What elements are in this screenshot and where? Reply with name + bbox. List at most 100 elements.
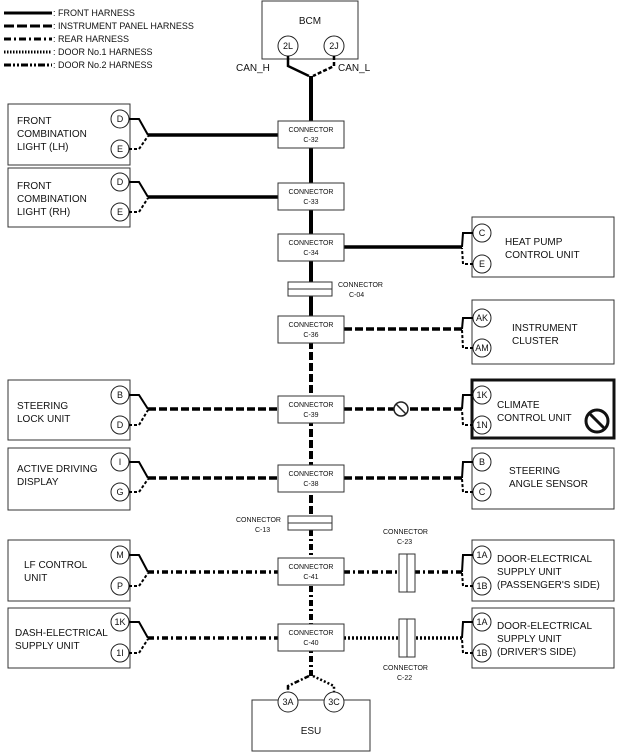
unit-front-combination-rh: FRONT COMBINATION LIGHT (RH) D E: [7, 167, 149, 228]
c04-label-2: C-04: [349, 292, 364, 299]
legend-instrument-label: : INSTRUMENT PANEL HARNESS: [53, 21, 194, 31]
unit-label-line: SUPPLY UNIT: [497, 634, 562, 645]
c32-label-2: C-32: [303, 137, 318, 144]
esu-pin-b: [323, 691, 345, 713]
c22-label-2: C-22: [397, 675, 412, 682]
unit-label-line: SUPPLY UNIT: [497, 567, 562, 578]
unit-heat-pump-control: HEAT PUMP CONTROL UNIT C E: [461, 216, 615, 278]
c34-label-2: C-34: [303, 250, 318, 257]
unit-label-line: FRONT: [17, 181, 51, 192]
c41-label-2: C-41: [303, 574, 318, 581]
unit-label-line: LOCK UNIT: [17, 414, 70, 425]
connector-c41: CONNECTOR C-41: [277, 557, 345, 586]
left-branch-wires: [148, 133, 278, 640]
unit-pin-label: E: [117, 144, 123, 154]
unit-pin-label: D: [117, 177, 124, 187]
c34-label-1: CONNECTOR: [289, 240, 334, 247]
unit-label-line: LIGHT (LH): [17, 142, 69, 153]
connector-c38: CONNECTOR C-38: [277, 464, 345, 493]
c39-label-2: C-39: [303, 412, 318, 419]
bcm-title: BCM: [299, 16, 321, 27]
unit-label-line: COMBINATION: [17, 194, 87, 205]
unit-pin-label: 1A: [476, 550, 487, 560]
c38-label-1: CONNECTOR: [289, 471, 334, 478]
esu-unit: ESU 3A 3C: [251, 691, 371, 752]
unit-pin-label: 1N: [476, 420, 488, 430]
unit-label-line: DASH-ELECTRICAL: [15, 628, 108, 639]
unit-climate-control: CLIMATE CONTROL UNIT 1K 1N: [461, 378, 616, 440]
esu-pin-a: [277, 691, 299, 713]
connector-c33: CONNECTOR C-33: [277, 182, 345, 211]
can-h-label: CAN_H: [236, 63, 270, 74]
legend: : FRONT HARNESS : INSTRUMENT PANEL HARNE…: [4, 8, 194, 70]
bcm-pin-can-h-label: 2L: [283, 41, 293, 51]
c33-label-2: C-33: [303, 199, 318, 206]
unit-label-line: COMBINATION: [17, 129, 87, 140]
unit-front-combination-lh: FRONT COMBINATION LIGHT (LH) D E: [7, 103, 149, 166]
c41-label-1: CONNECTOR: [289, 564, 334, 571]
unit-steering-lock: STEERING LOCK UNIT B D: [7, 379, 149, 441]
c40-label-2: C-40: [303, 640, 318, 647]
unit-pin-label: B: [479, 457, 485, 467]
bcm-unit: BCM 2L 2J CAN_H CAN_L: [236, 0, 371, 74]
unit-pin-label: E: [479, 259, 485, 269]
unit-label-line: HEAT PUMP: [505, 237, 563, 248]
c39-label-1: CONNECTOR: [289, 402, 334, 409]
unit-label-line: ANGLE SENSOR: [509, 479, 588, 490]
unit-pin-label: D: [117, 114, 124, 124]
esu-title: ESU: [301, 726, 322, 737]
unit-door-electrical-passenger: DOOR-ELECTRICAL SUPPLY UNIT (PASSENGER'S…: [461, 539, 615, 602]
connector-c34: CONNECTOR C-34: [277, 233, 345, 262]
unit-label-line: ACTIVE DRIVING: [17, 464, 98, 475]
c22-label-1: CONNECTOR: [383, 665, 428, 672]
unit-label-line: (DRIVER'S SIDE): [497, 647, 576, 658]
unit-label-line: UNIT: [24, 573, 47, 584]
connector-c36: CONNECTOR C-36: [277, 315, 345, 344]
connector-c40: CONNECTOR C-40: [277, 623, 345, 652]
unit-label-line: SUPPLY UNIT: [15, 641, 80, 652]
unit-pin-label: P: [117, 581, 123, 591]
unit-pin-label: B: [117, 390, 123, 400]
unit-label-line: LF CONTROL: [24, 560, 88, 571]
c36-label-1: CONNECTOR: [289, 322, 334, 329]
c23-label-2: C-23: [397, 539, 412, 546]
c40-label-1: CONNECTOR: [289, 630, 334, 637]
unit-label-line: FRONT: [17, 116, 51, 127]
c23-label-1: CONNECTOR: [383, 529, 428, 536]
esu-box: [251, 699, 371, 752]
unit-instrument-cluster: INSTRUMENT CLUSTER AK AM: [461, 299, 615, 365]
prohibited-icon-small: [393, 401, 409, 417]
unit-pin-label: 1K: [476, 390, 487, 400]
unit-label-line: CLUSTER: [512, 336, 559, 347]
c33-label-1: CONNECTOR: [289, 189, 334, 196]
connector-c22: CONNECTOR C-22: [383, 618, 428, 682]
c36-label-2: C-36: [303, 332, 318, 339]
connector-c23: CONNECTOR C-23: [383, 529, 428, 593]
esu-pin-b-label: 3C: [328, 697, 340, 707]
unit-pin-label: AM: [475, 343, 489, 353]
unit-label-line: (PASSENGER'S SIDE): [497, 580, 600, 591]
bcm-can-l-wire: [312, 56, 336, 78]
unit-label-line: INSTRUMENT: [512, 323, 578, 334]
unit-pin-label: 1B: [476, 581, 487, 591]
unit-pin-label: C: [479, 487, 486, 497]
legend-door2-label: : DOOR No.2 HARNESS: [53, 60, 153, 70]
unit-label-line: DISPLAY: [17, 477, 59, 488]
unit-active-driving-display: ACTIVE DRIVING DISPLAY I G: [7, 447, 149, 511]
unit-pin-label: 1K: [114, 617, 125, 627]
legend-door1-label: : DOOR No.1 HARNESS: [53, 47, 153, 57]
unit-dash-electrical-supply: DASH-ELECTRICAL SUPPLY UNIT 1K 1I: [7, 607, 149, 669]
esu-pin-a-label: 3A: [282, 697, 293, 707]
unit-pin-label: M: [116, 550, 124, 560]
unit-pin-label: I: [119, 457, 122, 467]
prohibited-icon: [584, 408, 610, 434]
unit-pin-label: 1A: [476, 617, 487, 627]
c13-label-2: C-13: [255, 527, 270, 534]
unit-label-line: DOOR-ELECTRICAL: [497, 621, 592, 632]
legend-rear-label: : REAR HARNESS: [53, 34, 129, 44]
unit-label-line: CONTROL UNIT: [505, 250, 580, 261]
unit-pin-label: 1I: [116, 648, 124, 658]
unit-pin-label: E: [117, 207, 123, 217]
connector-c13: CONNECTOR C-13: [236, 515, 333, 534]
